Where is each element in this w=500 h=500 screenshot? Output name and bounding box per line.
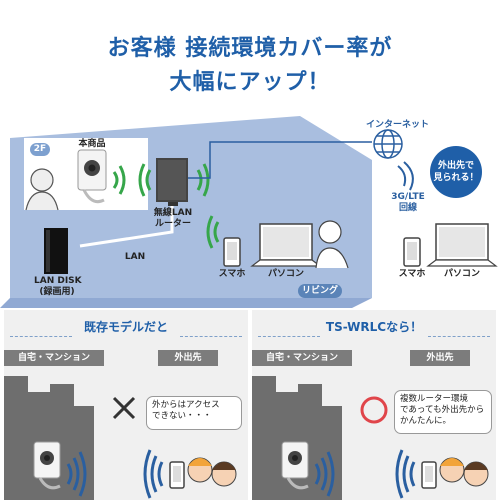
outside-smartphone-icon: [403, 237, 421, 267]
outside-bubble-line-1: 外出先で: [437, 161, 474, 171]
router-label-2: ルーター: [154, 219, 191, 229]
camera-wifi-signal: [112, 165, 126, 195]
home-camera-icon: [33, 441, 61, 490]
outside-wifi-signal: [395, 449, 416, 499]
title-divider-right: [428, 336, 490, 337]
outside-pc-label: パソコン: [443, 269, 480, 279]
headline-line-2: 大幅にアップ！: [169, 70, 331, 95]
home-camera-icon: [281, 441, 309, 490]
outside-smartphone-icon: [421, 461, 437, 489]
router-label-1: 無線LAN: [153, 208, 193, 218]
product-label: 本商品: [78, 139, 106, 149]
outside-tab: 外出先: [158, 350, 218, 366]
ts-wrlc-panel-title: TS-WRLCなら！: [325, 320, 423, 334]
internet-cable: [188, 141, 372, 179]
outside-view-bubble: 外出先で 見られる！: [430, 146, 482, 198]
laptop-icon: [250, 223, 322, 267]
existing-panel-illustration: [4, 376, 237, 500]
smartphone-icon: [223, 237, 241, 267]
house-floor: [0, 298, 372, 308]
home-wifi-signal: [314, 451, 335, 497]
internet-globe-icon: [373, 129, 403, 159]
apartment-building-icon: [4, 376, 94, 500]
existing-panel-title: 既存モデルだと: [83, 320, 168, 334]
ts-wrlc-speech-bubble: 複数ルーター環境 であっても外出先から かんたんに。: [394, 390, 492, 434]
title-divider-right: [180, 336, 242, 337]
headline-line-1: お客様 接続環境カバー率が: [107, 36, 393, 61]
mobile-signal-icon: [397, 161, 414, 191]
home-wifi-signal: [66, 451, 87, 497]
couple-faces-icon: [439, 457, 489, 487]
outside-tab: 外出先: [410, 350, 470, 366]
person-icon: [25, 168, 59, 211]
floor-label: 2F: [30, 143, 50, 156]
wireless-router-icon: [156, 158, 188, 206]
lan-cable: [79, 206, 174, 248]
outside-smartphone-label: スマホ: [398, 269, 426, 279]
home-tab: 自宅・マンション: [252, 350, 352, 366]
router-wifi-signal: [138, 163, 210, 197]
pc-label: パソコン: [267, 269, 304, 279]
house-diagram-svg: [0, 116, 498, 308]
existing-bubble-line-1: 外からはアクセス: [152, 400, 220, 410]
title-divider-left: [258, 336, 320, 337]
title-divider-left: [10, 336, 72, 337]
ts-wrlc-bubble-line-1: 複数ルーター環境: [400, 394, 469, 404]
lan-label: LAN: [124, 252, 146, 262]
existing-model-panel: 既存モデルだと 自宅・マンション 外出先: [4, 310, 248, 500]
outside-bubble-line-2: 見られる！: [433, 173, 479, 183]
home-tab: 自宅・マンション: [4, 350, 104, 366]
living-label: リビング: [298, 284, 342, 298]
lan-disk-label-1: LAN DISK: [34, 276, 82, 286]
ts-wrlc-panel: TS-WRLCなら！ 自宅・マンション 外出先: [252, 310, 496, 500]
network-camera-icon: [77, 149, 107, 204]
outside-laptop-icon: [426, 223, 498, 267]
woman-icon: [315, 220, 349, 269]
ts-wrlc-panel-illustration: [252, 376, 489, 500]
couple-faces-icon: [187, 457, 237, 487]
outside-wifi-signal: [143, 449, 164, 499]
lan-disk-icon: [44, 228, 68, 274]
lan-disk-label-2: (録画用): [39, 287, 75, 297]
circle-icon: [360, 396, 388, 424]
living-wifi-signal: [206, 215, 220, 249]
smartphone-label: スマホ: [218, 269, 246, 279]
existing-bubble-line-2: できない・・・: [152, 411, 212, 421]
existing-speech-bubble: 外からはアクセス できない・・・: [146, 396, 242, 430]
ts-wrlc-bubble-line-3: かんたんに。: [400, 416, 452, 426]
outside-smartphone-icon: [169, 461, 185, 489]
network-diagram: 2F 本商品 無線LAN ルーター LAN LAN DISK (録画用) スマホ…: [0, 108, 500, 308]
apartment-building-icon: [252, 376, 342, 500]
ts-wrlc-bubble-line-2: であっても外出先から: [400, 405, 485, 415]
mobile-line-label-1: 3G/LTE: [391, 192, 425, 202]
mobile-line-label-2: 回線: [398, 203, 417, 213]
cross-icon: [112, 396, 136, 420]
internet-label: インターネット: [366, 120, 430, 130]
